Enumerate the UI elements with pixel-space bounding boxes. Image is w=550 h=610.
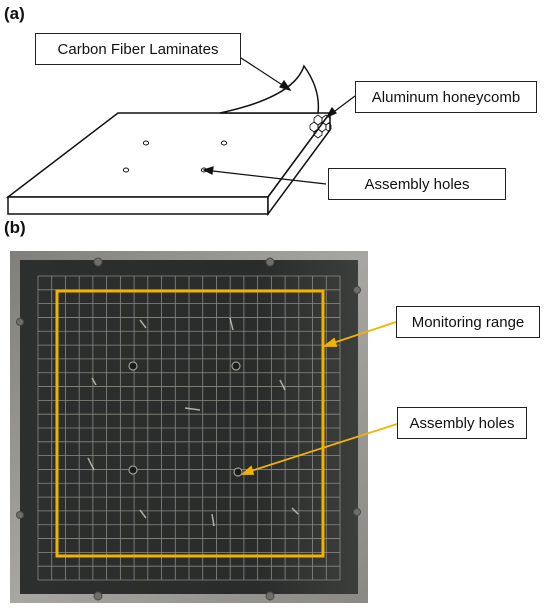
- holes-callout-a: Assembly holes: [328, 168, 506, 200]
- panel-a-label: (a): [4, 4, 25, 23]
- assembly-hole: [220, 140, 228, 146]
- assembly-hole: [142, 140, 150, 146]
- peeled-laminate: [219, 64, 320, 114]
- leader-lines-b: [240, 321, 398, 475]
- sandwich-panel-diagram: [5, 55, 356, 217]
- carbon-fiber-callout: Carbon Fiber Laminates: [35, 33, 241, 65]
- surface-marks: [87, 317, 299, 527]
- monitoring-range-box: [55, 289, 325, 558]
- board-grid: [37, 275, 341, 581]
- board-assembly-holes: [128, 361, 243, 477]
- leader-lines-a: [202, 55, 356, 185]
- monitoring-range-callout: Monitoring range: [396, 306, 540, 338]
- frame-screws: [16, 257, 361, 601]
- honeycomb-callout: Aluminum honeycomb: [355, 81, 537, 113]
- honeycomb-hatch: [309, 114, 332, 139]
- assembly-hole: [122, 167, 130, 173]
- holes-callout-b: Assembly holes: [397, 407, 527, 439]
- panel-b-label: (b): [4, 218, 26, 237]
